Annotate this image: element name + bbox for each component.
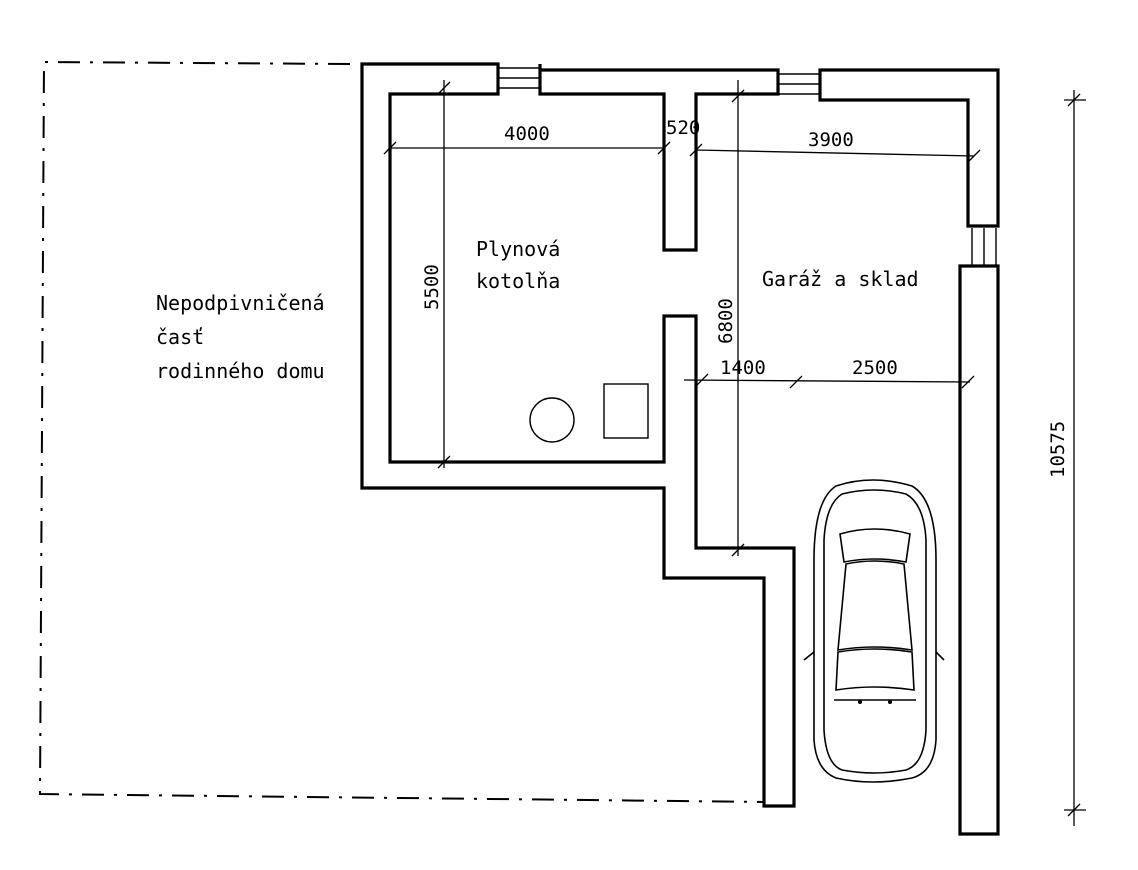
outer-wall-top — [538, 64, 780, 252]
dim-label-6800: 6800 — [715, 298, 737, 344]
dim-label-2500: 2500 — [852, 357, 898, 379]
dimension-1400-2500 — [683, 373, 975, 389]
garage-label: Garáž a sklad — [762, 267, 919, 291]
outer-wall — [360, 62, 796, 808]
unbasement-label-1: Nepodpivničená — [156, 291, 325, 315]
dim-label-5500: 5500 — [421, 264, 443, 310]
boiler-room-label-2: kotolňa — [476, 269, 560, 293]
unbasement-outline — [38, 60, 765, 803]
appliance-icon — [603, 383, 649, 439]
dim-label-4000: 4000 — [504, 123, 550, 145]
dimension-5500 — [437, 80, 451, 469]
boiler-icon — [529, 397, 575, 443]
dimension-10575 — [1064, 90, 1086, 826]
outer-wall-right — [818, 68, 1000, 228]
window-icon — [778, 73, 820, 95]
dim-label-10575: 10575 — [1047, 421, 1069, 478]
garage-right-wall — [958, 264, 1000, 836]
unbasement-label-3: rodinného domu — [156, 359, 325, 383]
dimension-3900 — [689, 143, 981, 163]
dimension-6800 — [731, 80, 745, 557]
dim-label-1400: 1400 — [720, 357, 766, 379]
window-icon — [498, 67, 540, 89]
dimension-4000 — [383, 141, 671, 155]
window-icon — [971, 228, 997, 266]
car-icon — [803, 479, 945, 783]
unbasement-label-2: časť — [156, 325, 204, 349]
dim-label-3900: 3900 — [808, 129, 854, 151]
boiler-room-label-1: Plynová — [476, 237, 560, 261]
dim-label-520: 520 — [666, 117, 700, 139]
